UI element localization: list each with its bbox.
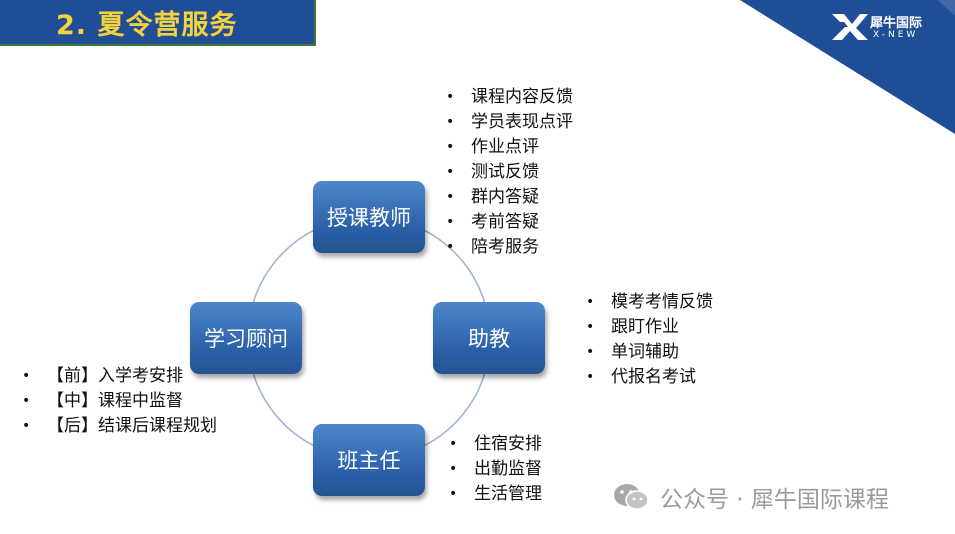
list-item: 【后】结课后课程规划 [22,414,217,439]
list-item: 出勤监督 [449,457,542,482]
corner-decoration [740,0,955,134]
list-item: 【中】课程中监督 [22,389,217,414]
list-item: 跟盯作业 [586,315,713,340]
list-item: 住宿安排 [449,432,542,457]
node-assistant: 助教 [433,302,545,374]
node-counselor: 学习顾问 [190,302,302,374]
node-headteacher: 班主任 [313,424,425,496]
list-item: 学员表现点评 [446,110,573,135]
assistant-duties-list: 模考考情反馈 跟盯作业 单词辅助 代报名考试 [586,290,713,390]
watermark: 公众号 · 犀牛国际课程 [612,480,889,514]
list-item: 陪考服务 [446,235,573,260]
counselor-duties-list: 【前】入学考安排 【中】课程中监督 【后】结课后课程规划 [22,364,217,439]
list-item: 考前答疑 [446,210,573,235]
wechat-icon [614,484,649,510]
teacher-duties-list: 课程内容反馈 学员表现点评 作业点评 测试反馈 群内答疑 考前答疑 陪考服务 [446,85,573,260]
headteacher-duties-list: 住宿安排 出勤监督 生活管理 [449,432,542,507]
list-item: 代报名考试 [586,365,713,390]
title-bar: 2. 夏令营服务 [0,0,316,46]
list-item: 生活管理 [449,482,542,507]
list-item: 【前】入学考安排 [22,364,217,389]
brand-name-cn: 犀牛国际 [870,16,923,31]
node-teacher: 授课教师 [313,181,425,253]
list-item: 模考考情反馈 [586,290,713,315]
x-logo-icon [832,14,868,40]
list-item: 作业点评 [446,135,573,160]
list-item: 群内答疑 [446,185,573,210]
list-item: 单词辅助 [586,340,713,365]
page-title: 2. 夏令营服务 [56,10,238,41]
watermark-text: 公众号 · 犀牛国际课程 [660,487,889,513]
list-item: 课程内容反馈 [446,85,573,110]
brand-name-en: X-NEW [873,30,919,40]
list-item: 测试反馈 [446,160,573,185]
